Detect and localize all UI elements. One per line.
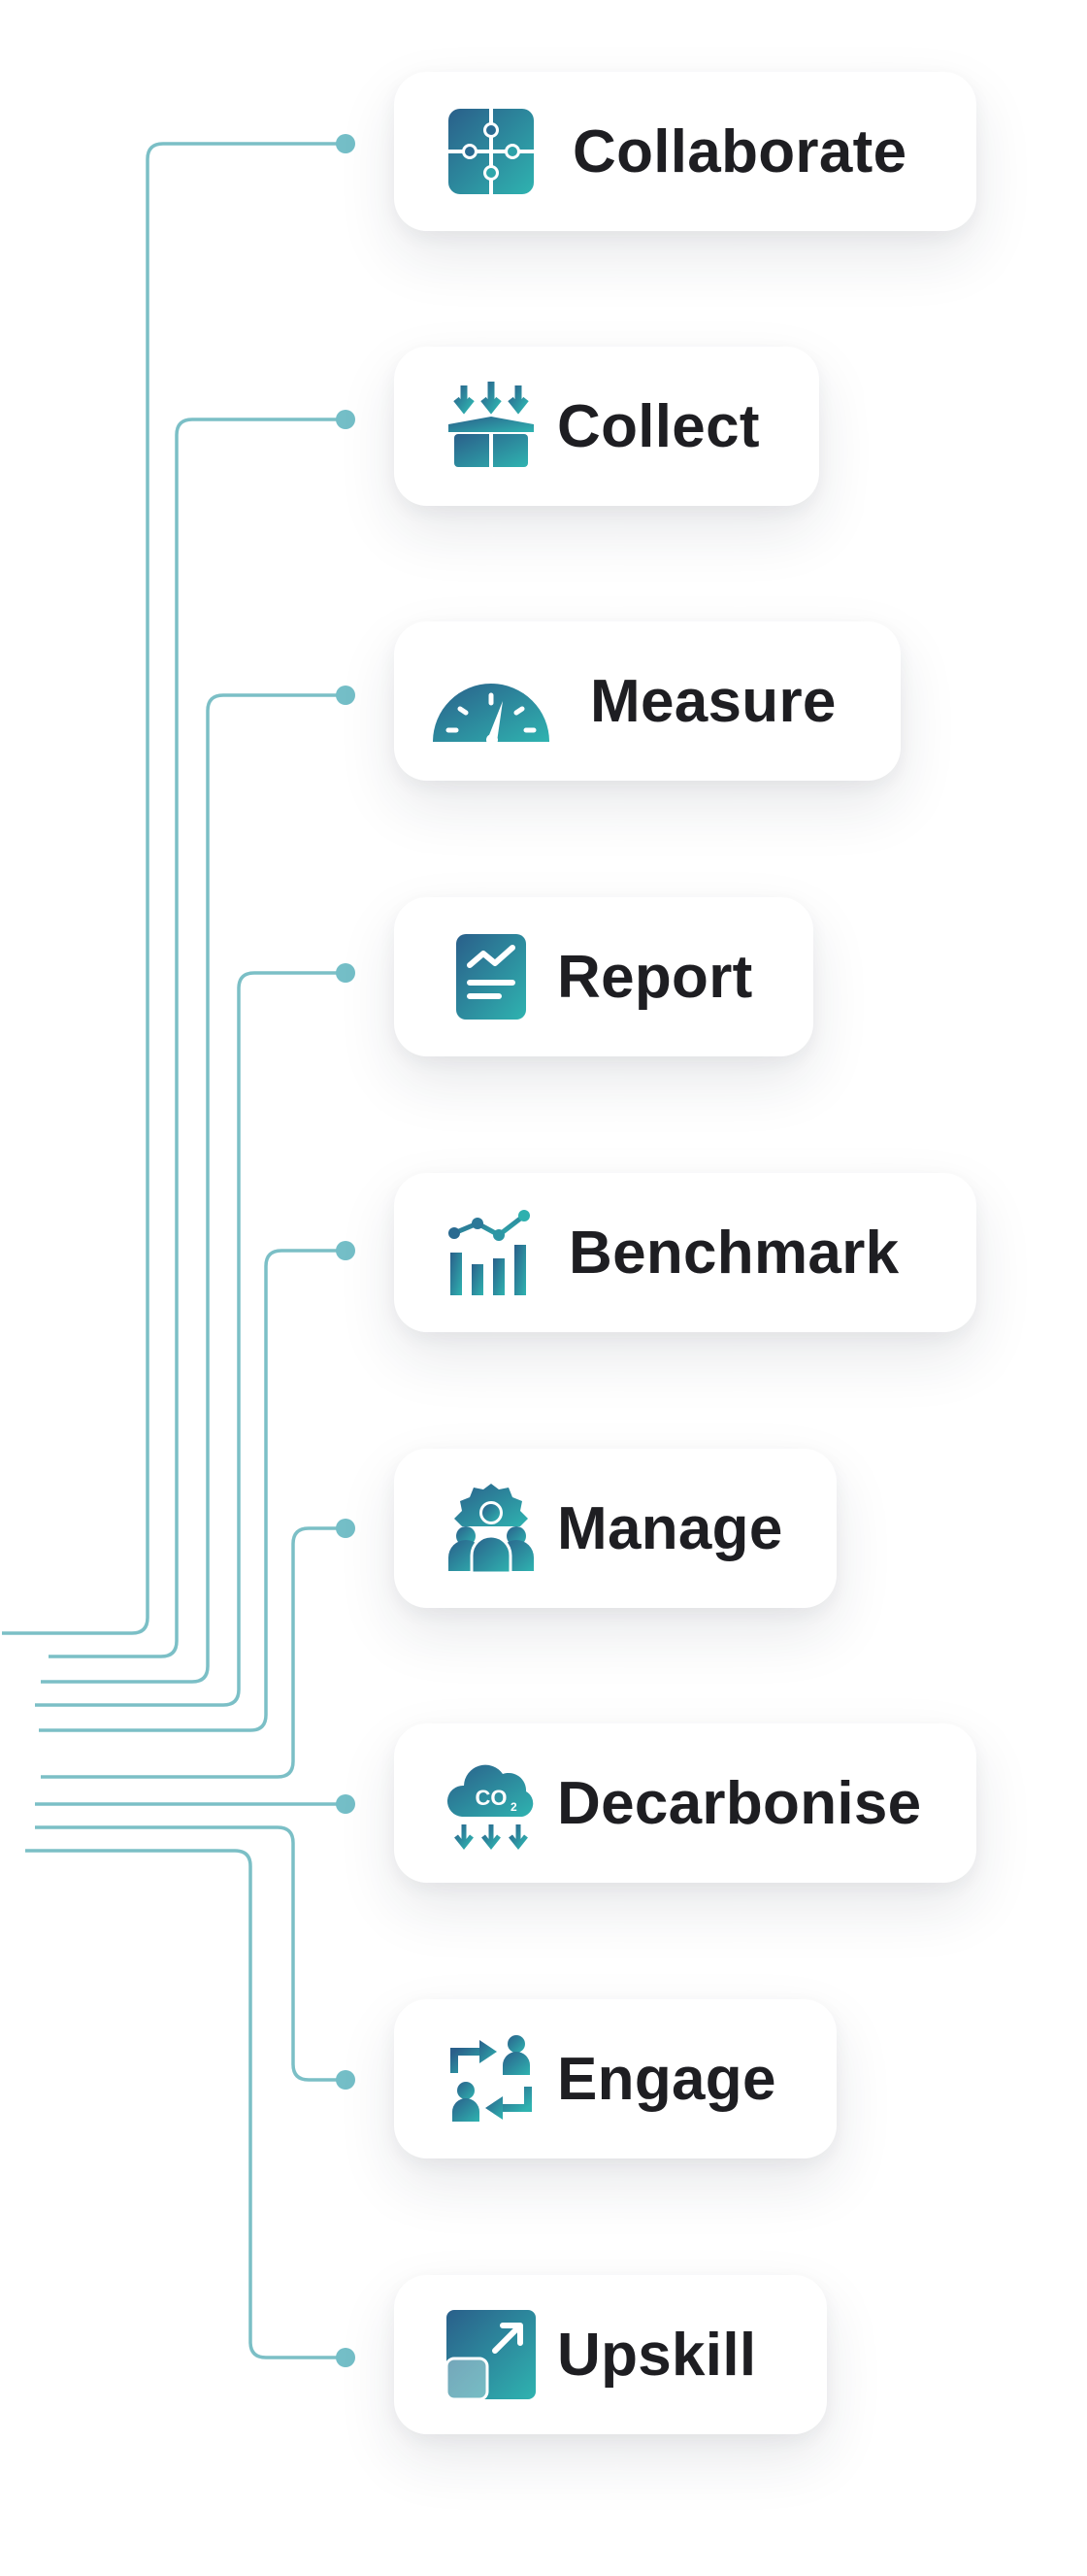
- connector-line-4: [35, 971, 346, 1707]
- upskill-arrow-icon: [443, 2306, 540, 2403]
- connector-dot-5: [336, 1241, 355, 1260]
- people-exchange-icon: [443, 2030, 540, 2127]
- card-label: Upskill: [557, 2321, 757, 2389]
- co2-cloud-icon: CO 2: [443, 1755, 540, 1852]
- gauge-icon: [431, 652, 551, 750]
- connector-dot-7: [336, 1794, 355, 1814]
- card-manage[interactable]: Manage: [394, 1449, 837, 1608]
- connector-dot-6: [336, 1519, 355, 1538]
- connector-line-8: [35, 1825, 346, 2082]
- svg-text:CO: CO: [476, 1786, 508, 1810]
- bar-trend-icon: [443, 1204, 540, 1301]
- connector-line-1: [2, 142, 346, 1635]
- card-label: Manage: [557, 1494, 783, 1562]
- card-measure[interactable]: Measure: [394, 621, 901, 781]
- card-label: Report: [557, 943, 753, 1011]
- connector-line-2: [49, 418, 346, 1658]
- card-upskill[interactable]: Upskill: [394, 2275, 827, 2434]
- card-label: Decarbonise: [557, 1769, 922, 1837]
- card-report[interactable]: Report: [394, 897, 813, 1056]
- card-benchmark[interactable]: Benchmark: [394, 1173, 976, 1332]
- connector-dot-3: [336, 686, 355, 705]
- connector-line-6: [41, 1526, 346, 1779]
- card-label: Engage: [557, 2045, 776, 2113]
- connector-line-5: [39, 1249, 346, 1732]
- card-decarbonise[interactable]: CO 2 Decarbonise: [394, 1723, 976, 1883]
- puzzle-icon: [443, 103, 540, 200]
- connector-line-3: [41, 693, 346, 1684]
- report-chart-icon: [443, 928, 540, 1025]
- card-collaborate[interactable]: Collaborate: [394, 72, 976, 231]
- connector-dot-4: [336, 963, 355, 983]
- card-label: Measure: [590, 667, 837, 735]
- connector-line-9: [25, 1849, 346, 2359]
- card-label: Collect: [557, 392, 760, 460]
- connector-dot-2: [336, 410, 355, 429]
- team-gear-icon: [443, 1480, 540, 1577]
- card-engage[interactable]: Engage: [394, 1999, 837, 2158]
- svg-text:2: 2: [511, 1800, 517, 1814]
- connector-dot-8: [336, 2070, 355, 2090]
- card-collect[interactable]: Collect: [394, 347, 819, 506]
- connector-dot-1: [336, 134, 355, 153]
- card-label: Collaborate: [573, 117, 907, 185]
- box-collect-icon: [443, 378, 540, 475]
- card-label: Benchmark: [569, 1219, 900, 1287]
- connector-dot-9: [336, 2348, 355, 2367]
